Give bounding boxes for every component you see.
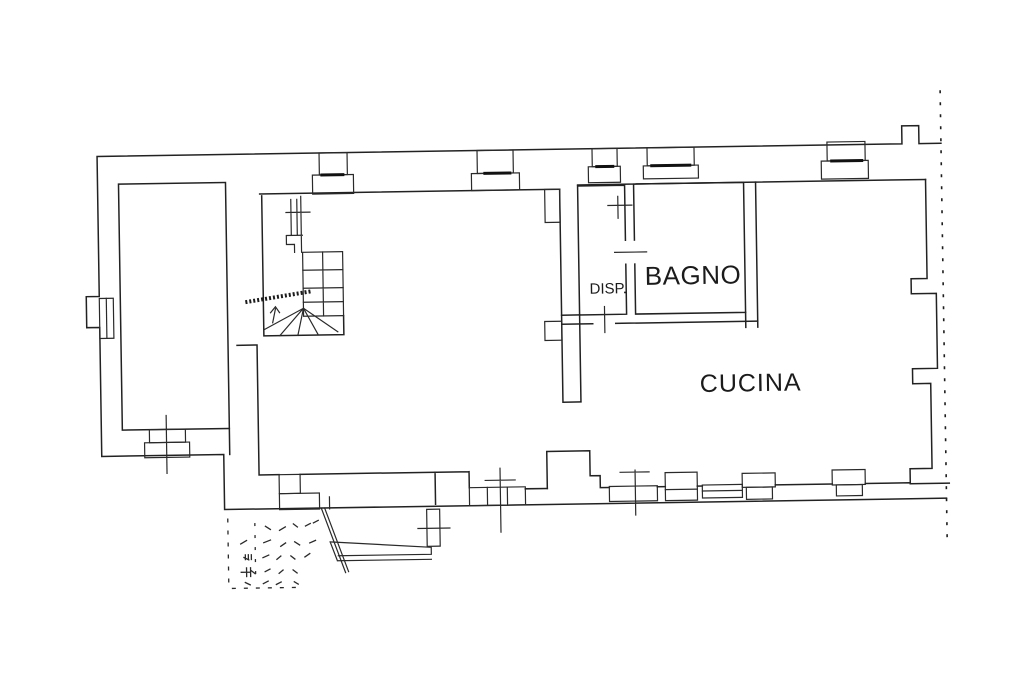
- survey-cross: [484, 467, 516, 533]
- entrance-door: [278, 473, 321, 511]
- window: [608, 485, 659, 503]
- outer-wall: [85, 124, 948, 511]
- room-bagno: [614, 181, 759, 329]
- main-room-walls: [236, 344, 471, 505]
- disp-bagno-bottom-wall: [560, 305, 759, 334]
- survey-cross: [417, 527, 451, 530]
- bottom-windows: [468, 450, 951, 533]
- window: [468, 467, 527, 533]
- sketch-dashed-area: [227, 518, 320, 590]
- stair-handrail-hatch: [245, 289, 313, 305]
- top-wall-inner-face: [258, 178, 927, 195]
- chimney-pillar: [545, 450, 611, 490]
- window: [820, 140, 870, 180]
- top-windows: [311, 140, 870, 219]
- room-label-cucina: CUCINA: [700, 368, 802, 398]
- wall-pilaster: [544, 320, 563, 342]
- left-room-window: [143, 414, 191, 475]
- room-disp: [576, 184, 628, 316]
- room-label-bagno: BAGNO: [645, 259, 742, 291]
- gate-diagonal-lines: [320, 507, 350, 574]
- staircase: [245, 195, 345, 337]
- wall-pier: [544, 188, 561, 224]
- window: [587, 147, 622, 184]
- window: [831, 468, 866, 497]
- external-stair: [320, 496, 451, 574]
- stair-up-arrow-icon: [269, 305, 281, 324]
- floor-plan-drawing: DISP. BAGNO CUCINA: [85, 90, 951, 590]
- window: [664, 471, 699, 502]
- kitchen-right-wall: [909, 178, 939, 485]
- survey-cross: [614, 251, 648, 253]
- left-room: [98, 181, 231, 475]
- survey-cross: [619, 469, 650, 516]
- window: [701, 483, 744, 499]
- survey-cross: [607, 195, 633, 219]
- survey-cross: [165, 414, 168, 475]
- room-label-disp: DISP.: [589, 280, 627, 298]
- property-boundary-dashed-line: [939, 90, 948, 542]
- window: [642, 146, 700, 180]
- window: [470, 149, 521, 192]
- window: [741, 472, 776, 500]
- central-wall: [544, 188, 582, 403]
- window: [311, 151, 355, 195]
- stair-winder-lines: [262, 307, 339, 337]
